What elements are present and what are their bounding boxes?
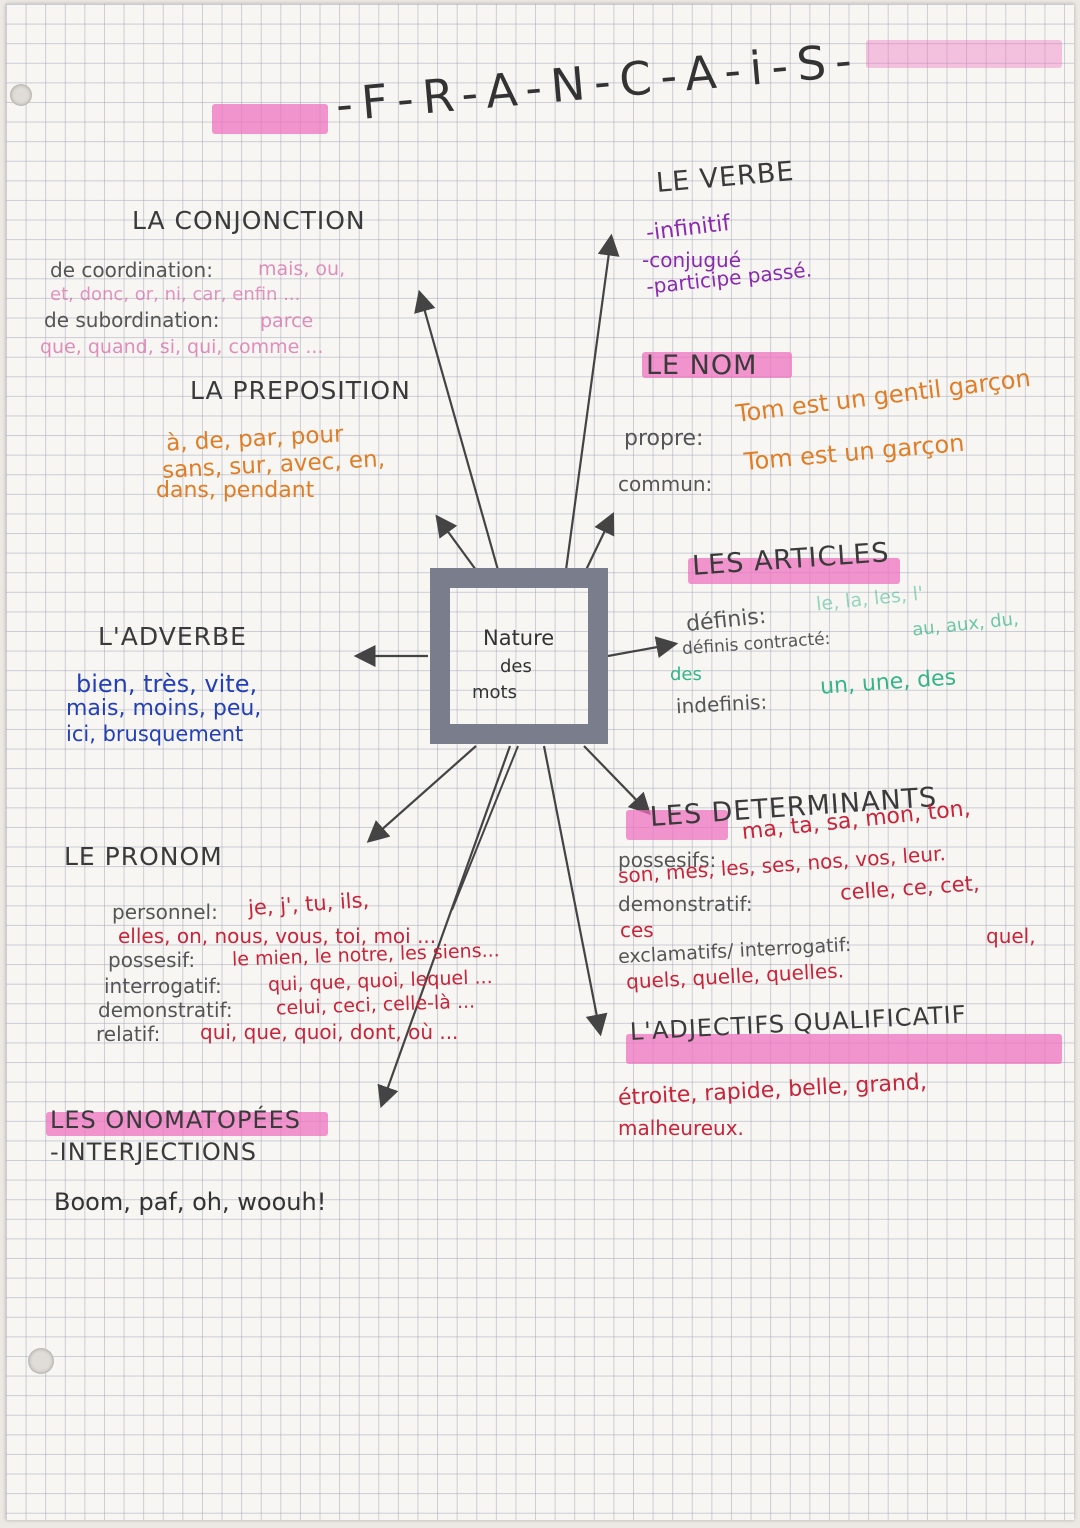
pronom-rel-label: relatif: bbox=[96, 1022, 161, 1046]
center-text-line2: des bbox=[500, 656, 532, 677]
conjonction-line2-words: et, donc, or, ni, car, enfin ... bbox=[50, 284, 301, 305]
adverbe-line3: ici, brusquement bbox=[66, 722, 244, 746]
heading-onomatopees-2: -INTERJECTIONS bbox=[50, 1138, 258, 1166]
center-box-frame bbox=[430, 568, 608, 744]
conjonction-line3-words: parce bbox=[260, 310, 314, 332]
title-highlight-right bbox=[866, 40, 1062, 68]
determinants-highlight bbox=[626, 810, 728, 840]
articles-highlight bbox=[688, 558, 900, 584]
conjonction-line4-words: que, quand, si, qui, comme ... bbox=[40, 336, 324, 358]
determinants-dem-label: demonstratif: bbox=[618, 892, 753, 916]
adverbe-line1: bien, très, vite, bbox=[76, 670, 258, 698]
adjectif-line2: malheureux. bbox=[618, 1116, 744, 1140]
determinants-dem-words2: ces bbox=[620, 918, 654, 942]
verbe-item-2: -conjugué bbox=[642, 248, 742, 272]
notebook-page: -F-R-A-N-C-A-i-S- Nature des mots LE VER… bbox=[6, 4, 1074, 1520]
nom-highlight bbox=[642, 352, 792, 378]
heading-conjonction: LA CONJONCTION bbox=[132, 206, 366, 235]
preposition-line3: dans, pendant bbox=[156, 478, 315, 503]
heading-pronom: LE PRONOM bbox=[64, 842, 223, 871]
heading-nom: LE NOM bbox=[646, 350, 758, 381]
pronom-rel-words: qui, que, quoi, dont, où ... bbox=[200, 1020, 459, 1044]
articles-indefinis-label: indefinis: bbox=[675, 689, 768, 719]
pronom-dem-label: demonstratif: bbox=[98, 998, 233, 1022]
determinants-excl-words: quel, bbox=[986, 924, 1036, 948]
heading-onomatopees-1: LES ONOMATOPÉES bbox=[50, 1106, 301, 1134]
onomatopees-highlight bbox=[46, 1112, 328, 1136]
title-highlight bbox=[212, 104, 328, 134]
punch-hole-top bbox=[10, 84, 32, 106]
pronom-poss-label: possesif: bbox=[108, 948, 196, 972]
pronom-perso-words2: elles, on, nous, vous, toi, moi ... bbox=[118, 924, 437, 948]
heading-preposition: LA PREPOSITION bbox=[190, 376, 411, 405]
adverbe-line2: mais, moins, peu, bbox=[66, 696, 262, 721]
mind-map-arrows bbox=[353, 233, 679, 1109]
conjonction-line3-label: de subordination: bbox=[44, 308, 220, 332]
heading-adverbe: L'ADVERBE bbox=[98, 622, 247, 651]
pronom-interro-label: interrogatif: bbox=[104, 974, 222, 998]
onomatopees-examples: Boom, paf, oh, woouh! bbox=[54, 1188, 327, 1216]
punch-hole-bottom bbox=[28, 1348, 54, 1374]
conjonction-line1-words: mais, ou, bbox=[258, 258, 346, 280]
conjonction-line1-label: de coordination: bbox=[50, 258, 213, 282]
nom-commun-label: commun: bbox=[618, 472, 713, 496]
determinants-poss-label: possesifs: bbox=[618, 848, 717, 872]
adjectif-highlight bbox=[626, 1034, 1062, 1064]
nom-propre-label: propre: bbox=[624, 426, 704, 451]
pronom-perso-label: personnel: bbox=[112, 900, 218, 924]
articles-contractes-words2: des bbox=[670, 664, 702, 685]
center-text-line1: Nature bbox=[483, 626, 555, 650]
center-text-line3: mots bbox=[472, 682, 517, 703]
